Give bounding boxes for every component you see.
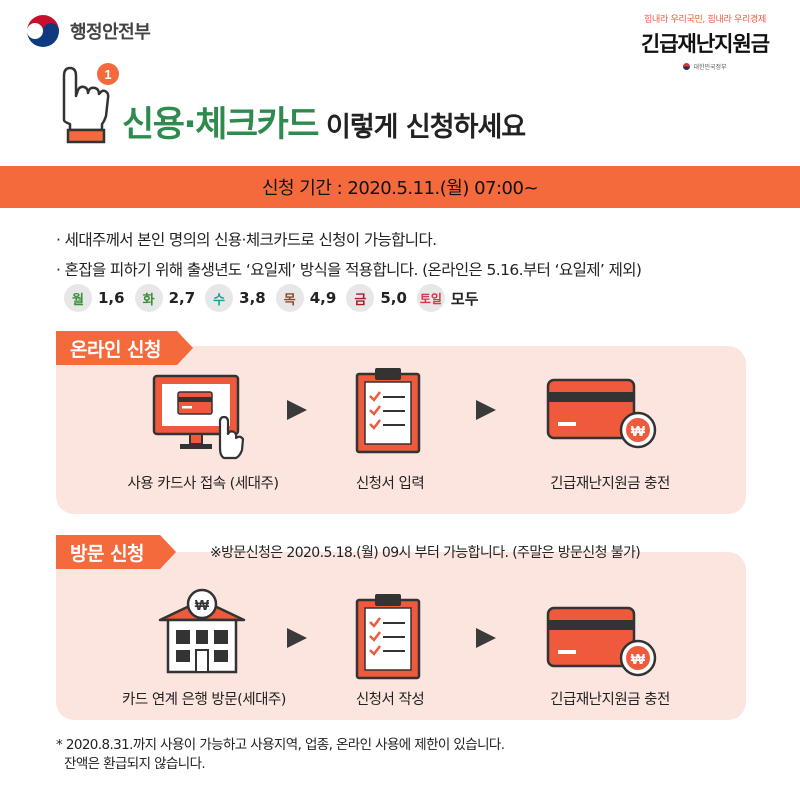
arrow-right-icon [476, 628, 496, 648]
pointing-hand-icon: 1 [62, 63, 119, 144]
ministry-logo: 행정안전부 [26, 14, 151, 48]
application-period-text: 신청 기간 : 2020.5.11.(월) 07:00~ [261, 178, 539, 199]
day-numbers-weekend: 모두 [450, 289, 479, 308]
visit-step-1-label: 카드 연계 은행 방문(세대주) [122, 692, 286, 708]
won-symbol: ₩ [631, 423, 646, 440]
visit-step-2-label: 신청서 작성 [355, 692, 425, 708]
arrow-right-icon [287, 628, 307, 648]
won-symbol: ₩ [631, 651, 646, 668]
day-numbers-fri: 5,0 [380, 289, 407, 307]
notice-item: · 혼잡을 피하기 위해 출생년도 ‘요일제’ 방식을 적용합니다. (온라인은… [56, 261, 642, 279]
day-numbers-mon: 1,6 [98, 289, 125, 307]
day-numbers-tue: 2,7 [168, 289, 196, 307]
online-application-tag: 온라인 신청 [56, 331, 193, 365]
brand-sub-text: 대한민국정부 [693, 64, 727, 71]
footnote-line-2: 잔액은 환급되지 않습니다. [64, 756, 206, 772]
footnote-line-1: * 2020.8.31.까지 사용이 가능하고 사용지역, 업종, 온라인 사용… [56, 737, 505, 753]
arrow-right-icon [476, 400, 496, 420]
ministry-name: 행정안전부 [70, 22, 151, 43]
visit-application-tag: 방문 신청 [56, 535, 176, 569]
notice-item: · 세대주께서 본인 명의의 신용·체크카드로 신청이 가능합니다. [56, 231, 437, 249]
day-chip-weekend: 토일 [416, 284, 445, 312]
weekday-schedule: 월 1,6 화 2,7 수 3,8 목 4,9 금 5,0 토일 모두 [64, 284, 479, 312]
bank-building-icon: ₩ [158, 588, 246, 674]
online-step-2-label: 신청서 입력 [355, 476, 425, 492]
government-emblem-icon [683, 63, 691, 70]
card-won-icon: ₩ [546, 606, 657, 677]
online-step-1-label: 사용 카드사 접속 (세대주) [127, 476, 279, 492]
taegeuk-logo-icon [26, 14, 60, 48]
footnote: * 2020.8.31.까지 사용이 가능하고 사용지역, 업종, 온라인 사용… [56, 736, 505, 774]
notice-list: · 세대주께서 본인 명의의 신용·체크카드로 신청이 가능합니다. · 혼잡을… [56, 228, 642, 288]
day-chip-thu: 목 [275, 284, 304, 312]
day-chip-tue: 화 [134, 284, 163, 312]
day-numbers-wed: 3,8 [239, 289, 266, 307]
brand-sub: 대한민국정부 [630, 62, 780, 71]
brand-name: 긴급재난지원금 [640, 32, 770, 56]
day-chip-fri: 금 [346, 284, 375, 312]
clipboard-checklist-icon [355, 594, 421, 680]
title-rest: 이렇게 신청하세요 [326, 112, 526, 143]
bank-won-symbol: ₩ [195, 597, 210, 614]
brand-block: 힘내라 우리국민, 힘내라 우리경제 긴급재난지원금 대한민국정부 [630, 12, 780, 71]
visit-step-3-label: 긴급재난지원금 충전 [550, 692, 670, 708]
application-period-bar: 신청 기간 : 2020.5.11.(월) 07:00~ [0, 166, 800, 208]
monitor-card-icon [152, 374, 245, 460]
online-step-3-label: 긴급재난지원금 충전 [550, 476, 670, 492]
arrow-right-icon [287, 400, 307, 420]
day-chip-wed: 수 [205, 284, 234, 312]
brand-slogan: 힘내라 우리국민, 힘내라 우리경제 [644, 15, 766, 25]
clipboard-checklist-icon [355, 368, 421, 454]
day-numbers-thu: 4,9 [309, 289, 337, 307]
card-won-icon: ₩ [546, 378, 657, 449]
day-chip-mon: 월 [64, 284, 92, 312]
title-strong: 신용·체크카드 [122, 105, 320, 145]
visit-note: ※방문신청은 2020.5.18.(월) 09시 부터 가능합니다. (주말은 … [210, 545, 641, 561]
hand-badge-number: 1 [104, 67, 111, 82]
